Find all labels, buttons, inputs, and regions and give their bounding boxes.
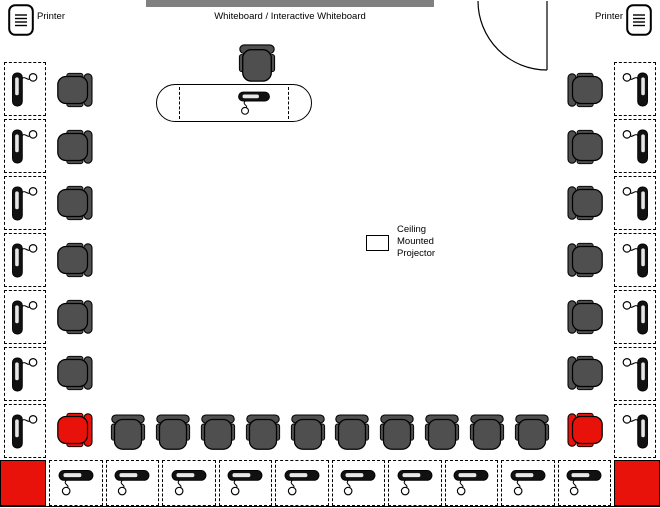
workstation-desk	[4, 119, 46, 173]
computer-icon	[393, 466, 437, 500]
right-chair-column	[566, 62, 606, 458]
workstation-desk	[614, 290, 656, 344]
teacher-desk	[156, 84, 312, 122]
printer-icon	[626, 4, 652, 36]
workstation-desk	[444, 460, 498, 506]
desk-divider	[288, 87, 289, 119]
student-chair	[245, 414, 281, 452]
student-chair	[567, 299, 605, 335]
bottom-desk-row	[0, 460, 660, 507]
student-chair	[469, 414, 505, 452]
student-chair	[55, 129, 93, 165]
door-swing-arc	[477, 0, 548, 71]
workstation-desk	[275, 460, 329, 506]
computer-icon	[336, 466, 380, 500]
student-chair	[110, 414, 146, 452]
student-chair	[55, 355, 93, 391]
workstation-desk	[388, 460, 442, 506]
computer-icon	[8, 237, 42, 283]
workstation-desk	[614, 62, 656, 116]
computer-icon	[167, 466, 211, 500]
highlighted-red-chair	[55, 412, 93, 448]
right-workstation-column	[614, 62, 656, 458]
student-chair	[567, 185, 605, 221]
workstation-desk	[162, 460, 216, 506]
workstation-desk	[4, 290, 46, 344]
computer-icon	[223, 466, 267, 500]
computer-icon	[8, 66, 42, 112]
computer-icon	[618, 237, 652, 283]
computer-icon	[618, 123, 652, 169]
student-chair	[514, 414, 550, 452]
computer-icon	[280, 466, 324, 500]
computer-icon	[54, 466, 98, 500]
workstation-desk	[4, 404, 46, 458]
student-chair	[567, 72, 605, 108]
computer-icon	[233, 88, 275, 119]
bottom-chair-row	[106, 412, 554, 454]
workstation-desk	[614, 119, 656, 173]
left-chair-column	[54, 62, 94, 458]
computer-icon	[8, 180, 42, 226]
student-chair	[55, 185, 93, 221]
projector-label-line: Ceiling	[397, 224, 427, 235]
workstation-desk	[501, 460, 555, 506]
student-chair	[55, 72, 93, 108]
workstation-desk	[105, 460, 159, 506]
computer-icon	[8, 351, 42, 397]
workstation-desk	[614, 176, 656, 230]
student-chair	[290, 414, 326, 452]
computer-icon	[618, 66, 652, 112]
workstation-desk	[4, 347, 46, 401]
red-corner-block	[0, 460, 46, 506]
red-corner-block	[614, 460, 660, 506]
student-chair	[55, 299, 93, 335]
highlighted-red-chair	[567, 412, 605, 448]
workstation-desk	[4, 62, 46, 116]
computer-icon	[562, 466, 606, 500]
projector-label-line: Mounted	[397, 236, 434, 247]
computer-icon	[8, 123, 42, 169]
printer-icon	[8, 4, 34, 36]
left-workstation-column	[4, 62, 46, 458]
workstation-desk	[614, 233, 656, 287]
desk-divider	[179, 87, 180, 119]
student-chair	[334, 414, 370, 452]
printer-left-label: Printer	[37, 11, 65, 22]
projector-icon	[366, 235, 389, 251]
workstation-desk	[557, 460, 611, 506]
computer-icon	[8, 408, 42, 454]
workstation-desk	[614, 404, 656, 458]
student-chair	[155, 414, 191, 452]
student-chair	[567, 129, 605, 165]
computer-icon	[618, 180, 652, 226]
teacher-chair	[237, 44, 277, 84]
student-chair	[567, 242, 605, 278]
workstation-desk	[4, 176, 46, 230]
computer-icon	[110, 466, 154, 500]
whiteboard-label: Whiteboard / Interactive Whiteboard	[214, 11, 366, 22]
computer-icon	[618, 351, 652, 397]
workstation-desk	[49, 460, 103, 506]
student-chair	[55, 242, 93, 278]
whiteboard	[146, 0, 434, 7]
student-chair	[567, 355, 605, 391]
workstation-desk	[4, 233, 46, 287]
student-chair	[424, 414, 460, 452]
workstation-desk	[331, 460, 385, 506]
student-chair	[200, 414, 236, 452]
computer-icon	[449, 466, 493, 500]
projector-label: Ceiling Mounted Projector	[397, 224, 435, 260]
computer-icon	[618, 294, 652, 340]
projector-label-line: Projector	[397, 248, 436, 259]
workstation-desk	[614, 347, 656, 401]
printer-right-label: Printer	[595, 11, 623, 22]
student-chair	[379, 414, 415, 452]
computer-icon	[618, 408, 652, 454]
workstation-desk	[218, 460, 272, 506]
computer-icon	[506, 466, 550, 500]
computer-icon	[8, 294, 42, 340]
